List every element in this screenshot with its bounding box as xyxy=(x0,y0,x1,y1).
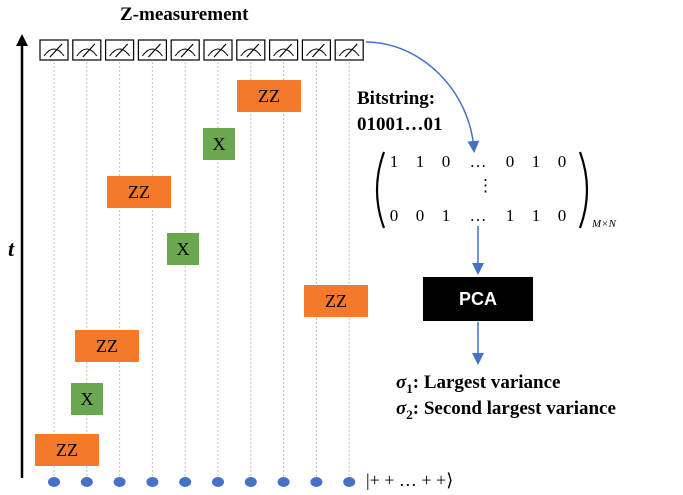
qubit-dot xyxy=(244,477,257,487)
measurement-meter-icon xyxy=(203,39,233,61)
measurement-meter-icon xyxy=(301,39,331,61)
matrix-cell: 0 xyxy=(557,206,567,225)
matrix-cell: 0 xyxy=(557,152,567,171)
qubit-dot xyxy=(80,477,93,487)
zz-gate: ZZ xyxy=(304,285,368,317)
pca-box: PCA xyxy=(423,277,533,321)
matrix-cell: 0 xyxy=(389,206,399,225)
matrix-cell: 1 xyxy=(531,206,541,225)
qubit-row xyxy=(48,477,356,487)
measurement-meter-icon xyxy=(104,39,135,61)
matrix-left-paren xyxy=(375,151,386,229)
qubit-dot xyxy=(310,477,323,487)
qubit-dot xyxy=(277,477,290,487)
matrix-cell: 1 xyxy=(389,152,399,171)
time-axis-arrowhead xyxy=(16,34,28,46)
time-axis-label: t xyxy=(8,236,15,261)
bitstring-value: 01001…01 xyxy=(357,114,443,135)
matrix-cell: 1 xyxy=(415,152,425,171)
matrix-cell: 1 xyxy=(531,152,541,171)
sigma1-symbol: σ xyxy=(396,372,407,393)
measurement-meter-icon xyxy=(170,39,200,61)
x-gate: X xyxy=(71,383,103,415)
matrix-cell: … xyxy=(469,152,487,171)
matrix-cell: 0 xyxy=(505,152,515,171)
qubit-dot xyxy=(343,477,356,487)
matrix-cell: 1 xyxy=(441,206,451,225)
measurement-meter-icon xyxy=(72,39,102,61)
qubit-dot xyxy=(179,477,192,487)
initial-state-ket: |+ + … + +⟩ xyxy=(366,470,454,490)
zz-gate: ZZ xyxy=(237,80,301,112)
measurement-meter-icon xyxy=(334,39,364,61)
measurement-to-bitstring-arrow xyxy=(365,41,480,153)
bitstring-label: Bitstring: xyxy=(357,88,436,109)
qubit-dot xyxy=(48,477,60,487)
matrix-size-label: M×N xyxy=(592,218,616,230)
sigma1-index: 1 xyxy=(406,380,413,396)
matrix-cell: … xyxy=(469,206,487,225)
diagram-title: Z-measurement xyxy=(120,4,249,25)
zz-gate: ZZ xyxy=(35,434,99,466)
sigma2-text: : Second largest variance xyxy=(412,398,616,419)
qubit-dot xyxy=(212,477,224,487)
sigma1-text: : Largest variance xyxy=(412,372,561,393)
matrix-cell: 0 xyxy=(441,152,451,171)
measurement-meter-icon xyxy=(137,39,167,61)
zz-gate: ZZ xyxy=(107,176,171,208)
sigma1-line: σ1: Largest variance xyxy=(396,372,560,397)
sigma2-symbol: σ xyxy=(396,398,407,419)
matrix-right-paren xyxy=(578,151,589,229)
matrix-cell: 0 xyxy=(415,206,425,225)
qubit-dot xyxy=(113,477,126,487)
measurement-meter-icon xyxy=(236,39,266,61)
qubit-dot xyxy=(146,477,159,487)
measurement-meter-icon xyxy=(39,39,69,61)
matrix-cell: 1 xyxy=(505,206,515,225)
x-gate: X xyxy=(203,128,235,160)
sigma2-index: 2 xyxy=(406,406,413,422)
matrix-vdots: ⋮ xyxy=(477,176,494,195)
x-gate: X xyxy=(167,233,199,265)
measurement-meter-icon xyxy=(269,39,299,61)
measurement-row xyxy=(39,39,364,61)
zz-gate: ZZ xyxy=(75,330,139,362)
sigma2-line: σ2: Second largest variance xyxy=(396,398,616,423)
